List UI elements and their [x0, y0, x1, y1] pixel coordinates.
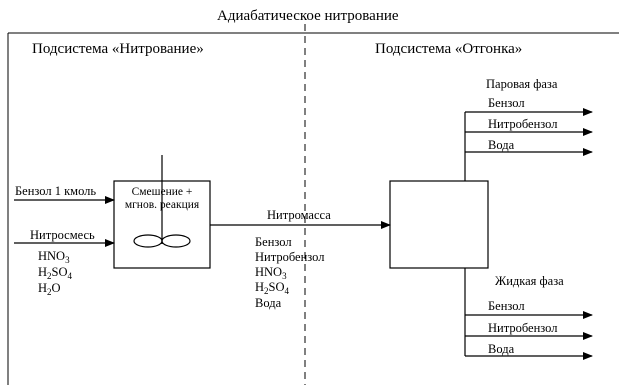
- nitromix-component-hno3: HNO3: [38, 249, 70, 265]
- benzene-input-label: Бензол 1 кмоль: [15, 184, 97, 198]
- vapor-phase-label: Паровая фаза: [486, 77, 558, 91]
- reactor-label-line2: мгнов. реакция: [124, 199, 200, 212]
- nitromass-label: Нитромасса: [267, 208, 331, 222]
- stream-component-water: Вода: [255, 296, 282, 310]
- subsystem-distillation-label: Подсистема «Отгонка»: [375, 41, 523, 57]
- nitromix-input-label: Нитросмесь: [30, 228, 95, 242]
- diagram-title: Адиабатическое нитрование: [217, 8, 399, 24]
- nitromix-component-h2so4: H2SO4: [38, 265, 73, 281]
- stirrer-blade-left: [133, 234, 163, 248]
- vapor-output-nitrobenzene: Нитробензол: [488, 117, 558, 131]
- stirrer-blade-right: [161, 234, 191, 248]
- reactor-label: Смешение + мгнов. реакция: [115, 186, 209, 212]
- liquid-output-benzene: Бензол: [488, 299, 525, 313]
- liquid-phase-label: Жидкая фаза: [495, 274, 564, 288]
- reactor-label-line1: Смешение +: [131, 186, 193, 198]
- stream-component-benzene: Бензол: [255, 235, 292, 249]
- stream-component-h2so4: H2SO4: [255, 280, 290, 296]
- vapor-output-benzene: Бензол: [488, 96, 525, 110]
- subsystem-nitration-label: Подсистема «Нитрование»: [32, 41, 204, 57]
- liquid-output-nitrobenzene: Нитробензол: [488, 321, 558, 335]
- nitromix-component-h2o: H2O: [38, 281, 61, 297]
- stream-component-hno3: HNO3: [255, 265, 287, 281]
- vapor-output-water: Вода: [488, 138, 515, 152]
- liquid-output-water: Вода: [488, 342, 515, 356]
- stream-component-nitrobenzene: Нитробензол: [255, 250, 325, 264]
- distillation-box: [389, 180, 489, 269]
